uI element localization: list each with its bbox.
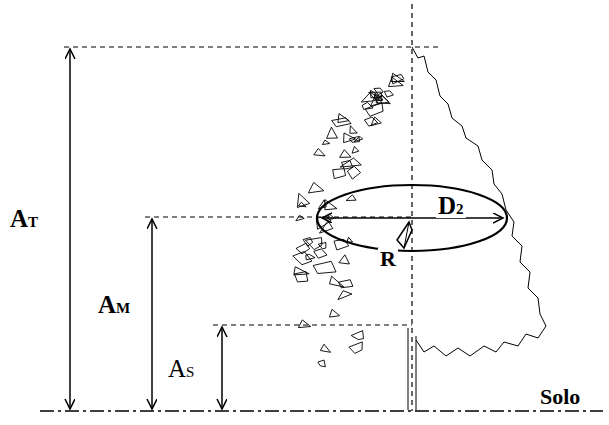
leaf-mark (294, 272, 307, 282)
leaf-mark (338, 291, 352, 300)
trunk-line (408, 328, 409, 410)
crown-base-reference-line (213, 324, 412, 325)
leaf-mark (344, 133, 356, 143)
ground-line (40, 410, 603, 412)
leaf-mark (388, 77, 403, 86)
ground-label: Solo (540, 386, 580, 408)
leaf-mark (391, 73, 404, 81)
total-height-arrow (69, 49, 71, 409)
leaf-mark (338, 114, 349, 123)
leaf-mark (374, 88, 383, 95)
leaf-mark (303, 238, 313, 247)
leaf-mark (384, 91, 393, 97)
leaf-mark (350, 126, 357, 134)
leaf-mark (314, 249, 327, 258)
trunk-line (416, 336, 417, 410)
leaf-mark (297, 193, 309, 207)
leaf-mark (340, 158, 361, 167)
leaf-mark (313, 261, 336, 273)
leaf-mark (362, 102, 373, 109)
leaf-mark (293, 252, 312, 265)
leaf-mark (296, 215, 304, 221)
leaf-mark (340, 150, 351, 158)
crown-outline (412, 47, 546, 356)
crown-ellipse (317, 185, 507, 251)
top-reference-line (64, 46, 440, 47)
leaf-mark (327, 127, 338, 138)
leaf-mark (351, 331, 363, 340)
leaf-mark (314, 149, 325, 156)
radius-symbol (397, 222, 412, 248)
leaf-mark (308, 182, 323, 193)
leaf-mark (346, 195, 356, 201)
base-height-arrow (221, 327, 223, 409)
leaf-mark (306, 238, 322, 250)
leaf-mark (333, 169, 346, 179)
center-line (411, 4, 412, 411)
leaf-mark (392, 75, 404, 84)
radius-symbol (404, 222, 409, 248)
leaf-marks (293, 73, 405, 367)
leaf-mark (329, 309, 339, 317)
mid-height-label: AM (98, 292, 130, 317)
leaf-mark (339, 255, 350, 264)
leaf-mark (320, 344, 330, 352)
total-height-label: AT (10, 206, 38, 231)
leaf-mark (349, 342, 362, 354)
leaf-mark (298, 320, 310, 328)
leaf-mark (364, 117, 377, 126)
leaf-mark (322, 140, 329, 144)
leaf-mark (376, 95, 390, 104)
leaf-mark (318, 360, 326, 367)
diameter-label: D2 (436, 193, 466, 218)
leaf-mark (352, 146, 359, 153)
mid-height-arrow (151, 219, 153, 409)
diameter-arrow (322, 217, 503, 219)
leaf-mark (339, 280, 353, 288)
base-height-label: AS (168, 356, 194, 381)
radius-label: R (378, 248, 398, 270)
